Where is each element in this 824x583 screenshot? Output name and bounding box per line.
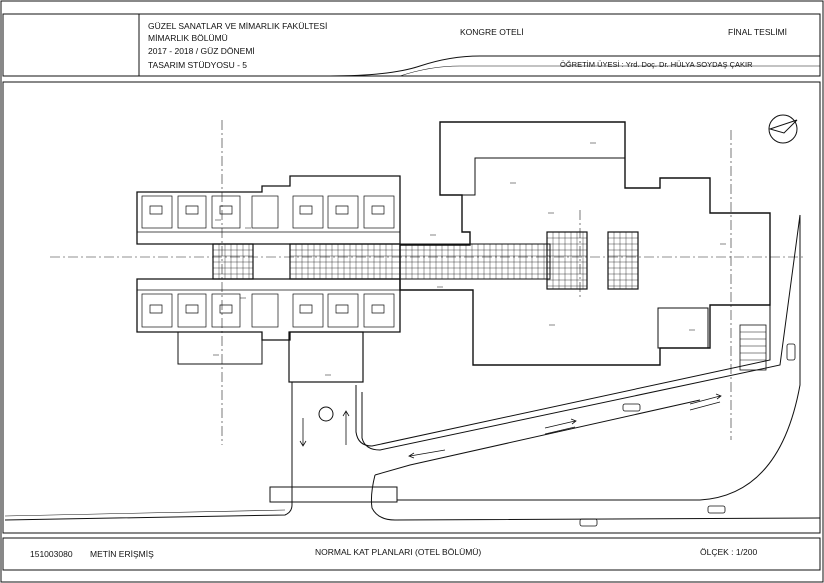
roundabout (318, 406, 334, 422)
title-block-frame (2, 13, 821, 77)
footer-frame (2, 537, 821, 571)
department-name: MİMARLIK BÖLÜMÜ (148, 33, 228, 43)
faculty-name: GÜZEL SANATLAR VE MİMARLIK FAKÜLTESİ (148, 21, 328, 31)
drawing-title: NORMAL KAT PLANLARI (OTEL BÖLÜMÜ) (315, 547, 482, 557)
room-wing-south (136, 278, 401, 383)
term-label: 2017 - 2018 / GÜZ DÖNEMİ (148, 46, 255, 56)
grid-panels (212, 231, 639, 290)
axis-lines (50, 120, 805, 445)
submission-label: FİNAL TESLİMİ (728, 27, 788, 37)
access-road (4, 214, 821, 521)
hotel-main-block (399, 121, 771, 366)
student-name: METİN ERİŞMİŞ (90, 549, 154, 559)
car-icon (579, 343, 796, 527)
course-name: TASARIM STÜDYOSU - 5 (148, 60, 248, 70)
drawing-frame (2, 81, 821, 534)
gate-block (269, 486, 398, 503)
scale-label: ÖLÇEK : 1/200 (700, 547, 758, 557)
level-marks (213, 142, 726, 376)
project-name: KONGRE OTELİ (460, 27, 524, 37)
student-number: 151003080 (30, 549, 73, 559)
north-arrow-icon (768, 114, 798, 144)
room-wing-north (136, 175, 401, 245)
title-band (139, 55, 820, 77)
traffic-arrows (299, 393, 722, 459)
instructor-label: ÖĞRETİM ÜYESİ : Yrd. Doç. Dr. HÜLYA SOYD… (560, 60, 753, 69)
